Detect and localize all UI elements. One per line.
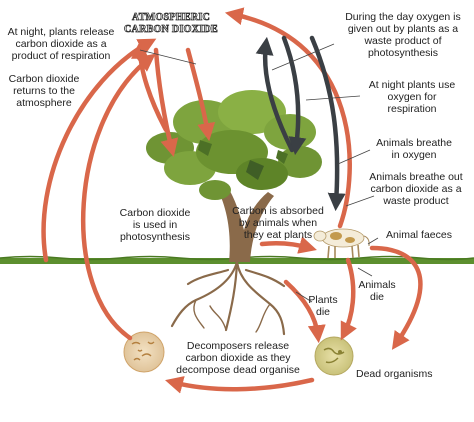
- arrow-plants-die: [283, 279, 326, 344]
- label-line: by animals when: [238, 217, 318, 229]
- label-line: carbon dioxide as a: [15, 38, 107, 50]
- arrow-photosynthesis-1: [153, 47, 179, 157]
- cow-illustration: [313, 228, 370, 259]
- label-line: During the day oxygen is: [345, 11, 461, 23]
- label-line: Plants: [308, 294, 338, 306]
- label-line: photosynthesis: [367, 47, 439, 59]
- label-animals-die: Animals die: [352, 279, 402, 303]
- label-faeces: Animal faeces: [378, 229, 460, 241]
- label-night-release: At night, plants release carbon dioxide …: [0, 26, 122, 62]
- label-night-use: At night plants use oxygen for respirati…: [358, 79, 466, 115]
- label-line: Carbon dioxide: [119, 207, 191, 219]
- title-line-2: CARBON DIOXIDE: [124, 24, 218, 35]
- o2-arrows: [255, 35, 346, 212]
- label-line: product of respiration: [11, 50, 111, 62]
- label-line: oxygen for: [387, 91, 437, 103]
- label-line: Animals breathe out: [369, 171, 463, 183]
- arrow-decomp-up: [81, 53, 156, 341]
- label-decomposers: Decomposers release carbon dioxide as th…: [174, 340, 302, 376]
- decomposer-circle: [123, 331, 165, 373]
- label-absorbed: Carbon is absorbed by animals when they …: [226, 205, 330, 241]
- label-line: in oxygen: [391, 149, 437, 161]
- label-line: respiration: [387, 103, 437, 115]
- tree-trunk: [216, 184, 274, 262]
- label-line: Decomposers release: [186, 340, 290, 352]
- label-line: die: [315, 306, 330, 318]
- label-animals-breathe-out: Animals breathe out carbon dioxide as a …: [360, 171, 472, 207]
- label-line: Animal faeces: [386, 229, 452, 241]
- label-line: Carbon dioxide: [8, 73, 80, 85]
- arrow-oxygen-up: [255, 36, 295, 153]
- label-line: die: [369, 291, 384, 303]
- label-day-oxygen: During the day oxygen is given out by pl…: [333, 11, 473, 59]
- label-line: At night plants use: [368, 79, 456, 91]
- arrow-return-left: [41, 38, 157, 263]
- arrow-animals-out: [224, 7, 352, 229]
- label-line: is used in: [132, 219, 178, 231]
- label-line: waste product of: [364, 35, 442, 47]
- arrow-faeces: [369, 245, 423, 350]
- arrow-eat-plants: [259, 236, 317, 254]
- co2-arrows: [41, 7, 423, 394]
- tree-roots: [170, 260, 286, 336]
- label-line: given out by plants as a: [347, 23, 459, 35]
- atmospheric-co2-title: ATMOSPHERIC CARBON DIOXIDE: [116, 12, 226, 35]
- label-line: Animals: [358, 279, 396, 291]
- label-line: decompose dead organise: [176, 364, 300, 376]
- label-line: they eat plants: [243, 229, 313, 241]
- arrow-oxygen-down-animal: [309, 35, 346, 212]
- label-line: photosynthesis: [119, 231, 191, 243]
- arrow-animals-die: [340, 257, 357, 341]
- label-photosynthesis: Carbon dioxide is used in photosynthesis: [110, 207, 200, 243]
- arrow-photosynthesis-2: [185, 47, 216, 142]
- label-line: Animals breathe: [376, 137, 452, 149]
- label-returns: Carbon dioxide returns to the atmosphere: [0, 73, 88, 109]
- pointer-lines: [139, 43, 379, 303]
- label-animals-breathe-in: Animals breathe in oxygen: [370, 137, 458, 161]
- label-line: Carbon is absorbed: [232, 205, 324, 217]
- label-plants-die: Plants die: [298, 294, 348, 318]
- label-line: Dead organisms: [356, 368, 433, 380]
- arrow-oxygen-down-plant: [281, 35, 307, 156]
- label-line: waste product: [383, 195, 449, 207]
- arrow-dead-to-decomp: [165, 376, 315, 394]
- title-line-1: ATMOSPHERIC: [131, 12, 211, 23]
- label-line: returns to the: [13, 85, 75, 97]
- label-dead-organisms: Dead organisms: [356, 368, 452, 380]
- label-line: atmosphere: [16, 97, 72, 109]
- dead-organisms-circle: [314, 336, 354, 376]
- label-line: carbon dioxide as they: [185, 352, 291, 364]
- label-line: carbon dioxide as a: [370, 183, 462, 195]
- label-line: At night, plants release: [7, 26, 115, 38]
